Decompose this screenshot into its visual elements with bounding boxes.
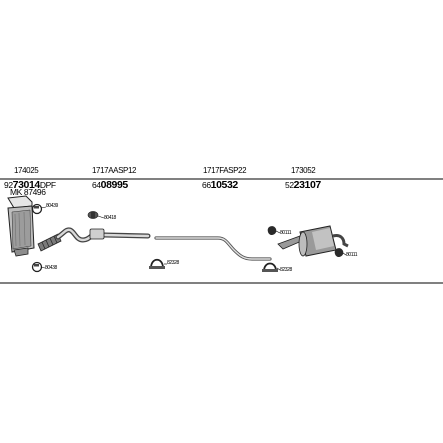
hanger-icon-front [87,211,99,219]
clamp-icon-dpf-top [31,203,43,215]
front-pipe-icon [55,227,151,243]
ref-prefix: 66 [202,180,211,190]
flex-pipe-icon [37,233,62,252]
ref-main: 73014 [12,179,41,191]
leader-82328-rear [276,267,281,271]
leader-80111-right [342,252,347,256]
ref-suffix: DPF [39,180,56,190]
u-clamp-icon-center [149,258,165,269]
ref-prefix: 92 [4,180,13,190]
part-number-174025: 174025 [14,166,39,175]
ref-prefix: 52 [285,180,294,190]
leader-80439 [40,206,47,209]
reference-number-p4: 5223107 [285,176,321,192]
callout-80111-top: 80111 [280,230,292,236]
u-clamp-icon-rear [262,262,278,272]
callout-80438: 80438 [45,265,57,271]
clamp-icon-dpf-bottom [31,261,43,273]
callout-80111-right: 80111 [346,252,358,258]
dpf-catalyst-icon [7,195,35,257]
callout-leaders [40,206,347,271]
ref-prefix: 64 [92,180,101,190]
part-number-1717FASP22: 1717FASP22 [203,166,247,175]
reference-number-p3: 6610532 [202,176,238,192]
rubber-hanger-icon-right [334,248,344,258]
callout-82328-rear: 82328 [280,267,292,273]
rubber-hanger-icon-top [267,226,277,236]
reference-number-p2: 6408995 [92,176,128,192]
callout-80439: 80439 [46,203,58,209]
extra-code-mk: MK 87496 [10,187,46,197]
ref-main: 23107 [293,179,322,191]
callout-82328-center: 82328 [167,260,179,266]
reference-number-p1: 9273014DPF [4,176,56,192]
leader-80111-top [275,230,281,234]
callout-80418: 80418 [104,215,116,221]
leader-80418 [97,215,105,219]
ref-main: 10532 [210,179,239,191]
part-number-1717AASP12: 1717AASP12 [92,166,137,175]
part-number-173052: 173052 [291,166,316,175]
rear-silencer-icon [277,225,349,257]
center-pipe-icon [154,236,272,261]
leader-80438 [40,266,46,269]
ref-main: 08995 [100,179,129,191]
